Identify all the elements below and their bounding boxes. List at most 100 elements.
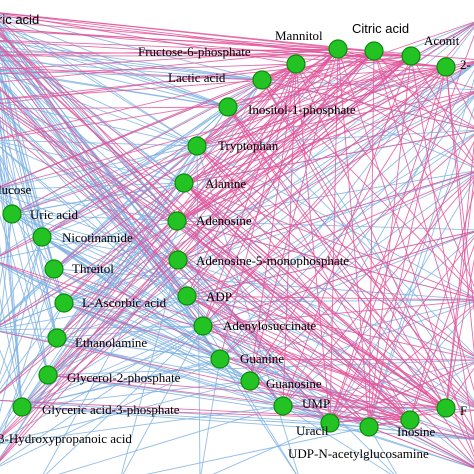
edge-pink (0, 120, 411, 421)
edge-blue (0, 358, 221, 467)
edge-blue (45, 325, 204, 474)
edge-pink (53, 50, 375, 270)
edge-blue (121, 259, 179, 474)
edge-pink (0, 63, 297, 188)
edge-pink (202, 325, 474, 468)
edge-blue (0, 78, 204, 327)
node-label-adp: ADP (206, 289, 232, 304)
edge-pink (409, 244, 474, 421)
edge-blue (0, 14, 229, 108)
edge-pink (183, 62, 474, 184)
edge-pink (47, 374, 411, 421)
edge-pink (249, 66, 447, 382)
edge-pink (261, 79, 474, 295)
edge-pink (183, 182, 474, 406)
edge-pink (0, 63, 297, 75)
edge-pink (177, 259, 474, 408)
edge-blue (261, 79, 474, 91)
node-label-inositol-1-phosphate: Inositol-1-phosphate (248, 102, 356, 117)
node-aconitic (401, 46, 421, 66)
edge-blue (202, 94, 474, 327)
edge-pink (329, 236, 474, 424)
edge-blue (146, 426, 370, 474)
edge-blue (176, 170, 474, 222)
edge-blue (0, 25, 178, 222)
edge-pink (183, 130, 474, 184)
edge-blue (0, 349, 23, 408)
edge-pink (0, 48, 339, 461)
edge-pink (183, 182, 474, 357)
edge-blue (0, 25, 229, 108)
edge-blue (200, 358, 221, 474)
node-alanine (174, 173, 194, 193)
edge-pink (56, 63, 297, 339)
edge-pink (0, 35, 447, 409)
edge-pink (0, 27, 447, 68)
edge-blue (11, 22, 474, 215)
edge-pink (329, 34, 474, 424)
edge-pink (0, 86, 284, 407)
edge-pink (0, 46, 331, 424)
edge-blue (282, 405, 392, 474)
edge-pink (373, 50, 474, 164)
edge-pink (227, 50, 375, 108)
edge-pink (196, 90, 474, 147)
node-label-lactic-acid: Lactic acid (168, 70, 226, 85)
edge-blue (227, 106, 474, 355)
node-label-inosine: Inosine (397, 424, 436, 439)
edge-blue (0, 325, 204, 466)
edge-pink (295, 63, 474, 168)
edge-pink (176, 92, 474, 222)
edge-pink (0, 63, 297, 105)
edge-blue (0, 40, 179, 261)
edge-pink (295, 63, 474, 294)
edge-pink (196, 145, 474, 435)
node-label-threitol: Threitol (72, 261, 114, 276)
node-label-alanine: Alanine (205, 176, 246, 191)
edge-pink (196, 55, 412, 147)
edge-pink (0, 89, 447, 409)
edge-pink (202, 300, 474, 327)
edge-blue (63, 62, 474, 304)
edge-pink (249, 380, 411, 421)
edge-blue (368, 426, 398, 474)
node-lactic-acid (252, 70, 272, 90)
edge-pink (176, 220, 474, 299)
edge-pink (177, 171, 474, 261)
edge-pink (186, 172, 474, 297)
edge-blue (58, 405, 284, 474)
edge-pink (282, 405, 447, 409)
node-uric-acid (2, 204, 22, 224)
edge-pink (202, 231, 474, 327)
node-label-glucose: lucose (0, 182, 31, 197)
edge-pink (0, 12, 375, 52)
edge-pink (445, 66, 474, 120)
edge-blue (0, 405, 284, 445)
edge-blue (249, 96, 474, 382)
node-nicotinamide (32, 227, 52, 247)
edge-pink (0, 125, 370, 428)
edge-pink (186, 295, 474, 438)
edge-pink (186, 295, 474, 467)
node-label-adenylosuccinate: Adenylosuccinate (223, 318, 316, 333)
edge-pink (183, 182, 474, 299)
edge-pink (329, 362, 474, 424)
edge-pink (0, 88, 179, 261)
node-label-uric-acid-top: ric acid (0, 12, 39, 27)
edge-blue (282, 69, 474, 407)
edge-pink (282, 176, 474, 407)
edge-blue (0, 20, 178, 222)
edge-blue (0, 167, 13, 215)
edge-blue (261, 79, 474, 169)
node-label-ethanolamine: Ethanolamine (75, 335, 147, 350)
edge-pink (183, 22, 474, 184)
edge-pink (0, 45, 411, 421)
edge-pink (0, 66, 447, 189)
edge-pink (445, 141, 474, 409)
edge-blue (21, 145, 198, 408)
node-guanine (210, 349, 230, 369)
edge-blue (0, 13, 263, 81)
edge-blue (0, 85, 49, 376)
edge-pink (0, 56, 204, 327)
